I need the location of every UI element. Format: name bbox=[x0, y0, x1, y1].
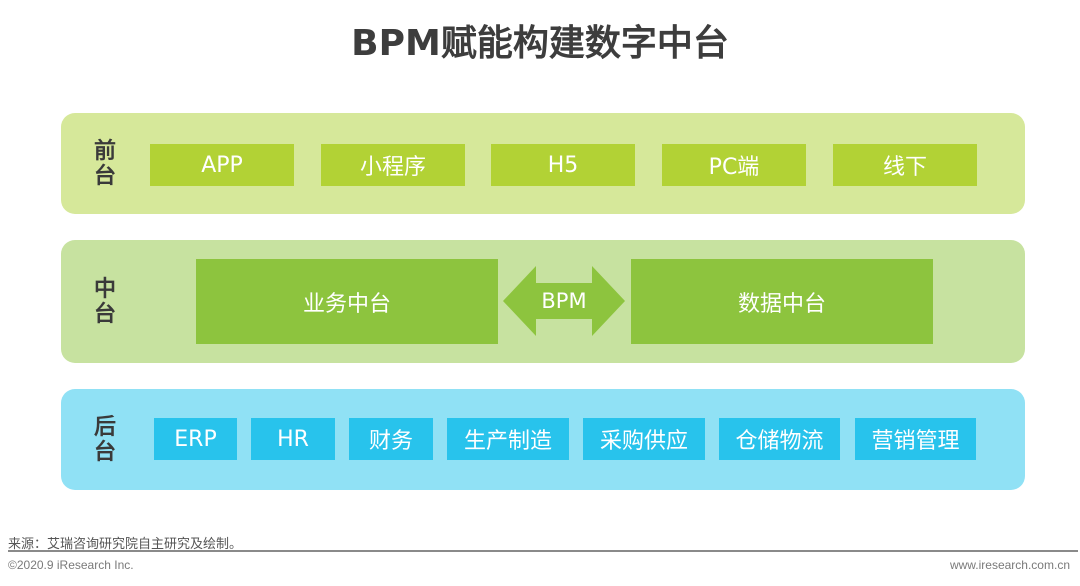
business-middle-platform: 业务中台 bbox=[196, 259, 498, 344]
website-link: www.iresearch.com.cn bbox=[949, 558, 1070, 572]
front-item-h5: H5 bbox=[491, 144, 635, 186]
front-item-offline: 线下 bbox=[833, 144, 977, 186]
front-layer-label: 前台 bbox=[93, 138, 116, 189]
back-layer-label: 后台 bbox=[93, 414, 116, 465]
bpm-label: BPM bbox=[541, 289, 587, 313]
back-item-hr: HR bbox=[251, 418, 335, 460]
back-item-marketing: 营销管理 bbox=[855, 418, 976, 460]
back-item-finance: 财务 bbox=[349, 418, 433, 460]
middle-layer-label: 中台 bbox=[93, 276, 116, 327]
data-middle-platform: 数据中台 bbox=[631, 259, 933, 344]
front-item-pc: PC端 bbox=[662, 144, 806, 186]
source-note: 来源：艾瑞咨询研究院自主研究及绘制。 bbox=[8, 537, 243, 552]
diagram-title: BPM赋能构建数字中台 bbox=[351, 23, 729, 64]
back-item-manufacturing: 生产制造 bbox=[447, 418, 569, 460]
back-item-warehousing: 仓储物流 bbox=[719, 418, 840, 460]
back-item-procurement: 采购供应 bbox=[583, 418, 705, 460]
front-item-mini-program: 小程序 bbox=[321, 144, 465, 186]
back-item-erp: ERP bbox=[154, 418, 237, 460]
bpm-connector: BPM bbox=[503, 266, 625, 336]
front-item-app: APP bbox=[150, 144, 294, 186]
footer-divider bbox=[8, 550, 1078, 552]
copyright: ©2020.9 iResearch Inc. bbox=[8, 558, 134, 572]
double-arrow-icon bbox=[503, 266, 625, 336]
